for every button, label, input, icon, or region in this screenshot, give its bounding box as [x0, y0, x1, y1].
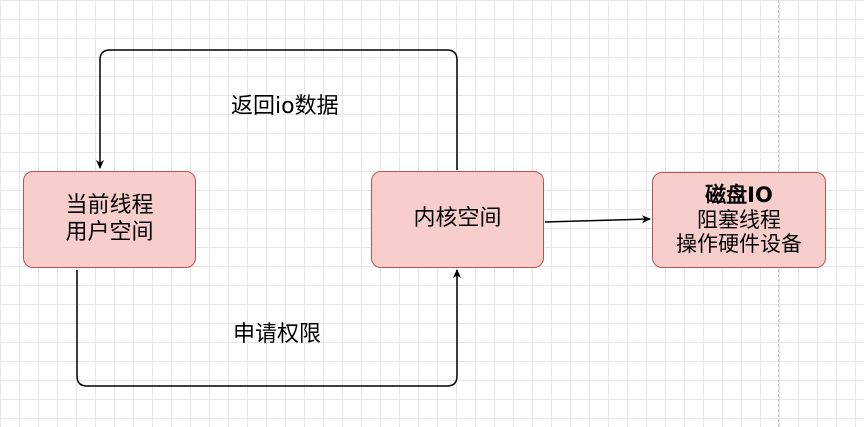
edge-return-io-data[interactable] — [96, 49, 458, 170]
node-disk-line2: 阻塞线程 — [697, 207, 781, 232]
edge-label-request-permission: 申请权限 — [233, 322, 322, 347]
edge-kernel-to-disk[interactable] — [544, 215, 651, 224]
node-user-space-thread[interactable]: 当前线程 用户空间 — [23, 171, 196, 268]
node-disk-line3: 操作硬件设备 — [676, 232, 802, 257]
node-kernel-label: 内核空间 — [413, 206, 502, 232]
node-user-line1: 当前线程 — [65, 193, 154, 219]
node-disk-io[interactable]: 磁盘IO 阻塞线程 操作硬件设备 — [652, 172, 826, 268]
node-disk-line1: 磁盘IO — [705, 182, 773, 207]
node-kernel-space[interactable]: 内核空间 — [371, 171, 544, 268]
edge-label-return-io-data: 返回io数据 — [231, 94, 339, 119]
node-user-line2: 用户空间 — [65, 219, 154, 245]
edge-request-permission[interactable] — [76, 269, 461, 387]
